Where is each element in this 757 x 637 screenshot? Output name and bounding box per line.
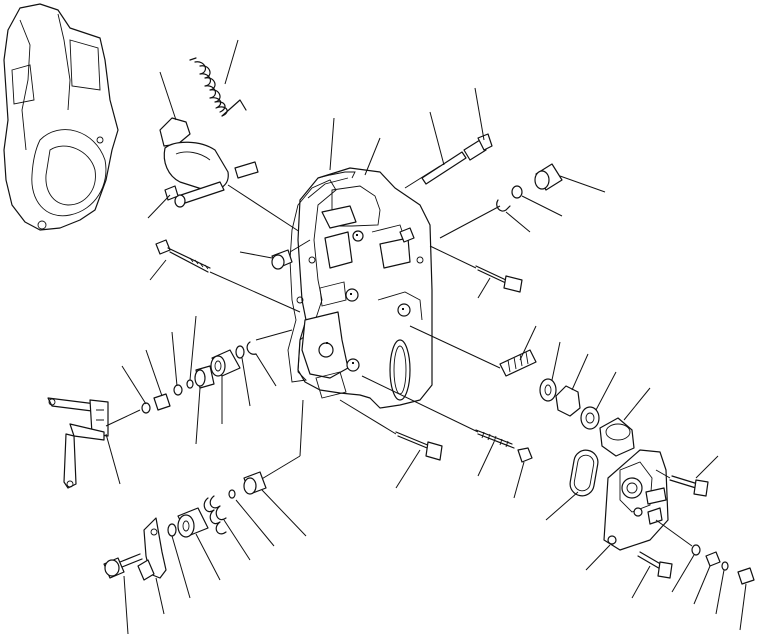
bracket-part (137, 517, 167, 615)
governor-lever-part (147, 71, 301, 233)
end-cap-part (737, 567, 755, 631)
snap-ring-part (246, 329, 293, 387)
lower-bolt-part (339, 399, 443, 489)
small-o-ring-part (228, 489, 275, 547)
governor-spring-part (189, 39, 247, 117)
small-nut-part (513, 447, 533, 499)
o-ring-part (235, 345, 251, 407)
bushing-part (194, 365, 215, 445)
cover-bolt-part (655, 455, 719, 497)
washer-part (539, 341, 561, 402)
small-washer-part (186, 315, 197, 389)
small-washer-part (171, 331, 183, 396)
governor-housing-part (3, 3, 119, 231)
cap-screw-part (239, 239, 311, 270)
small-washer-part (121, 365, 151, 414)
cap-nut-part (599, 387, 651, 457)
lower-cover-bolt-part (631, 551, 673, 599)
pin-part (404, 87, 493, 189)
long-bolt-part (149, 239, 301, 313)
hex-bolt-part (103, 553, 143, 635)
cover-plate-part (585, 449, 669, 571)
nut-part (555, 353, 589, 417)
thin-washer-part (167, 523, 191, 599)
washer-part (580, 371, 617, 430)
side-bolt-part (429, 245, 523, 299)
small-nut-part (693, 551, 721, 605)
adjusting-screw-part (409, 325, 537, 377)
sleeve-part (210, 349, 241, 424)
coil-spring-part (203, 495, 251, 561)
governor-body-part (287, 117, 433, 409)
washer-part (715, 561, 729, 615)
washer-part (655, 519, 701, 593)
o-ring-gasket-part (545, 449, 599, 521)
stop-lever-part (47, 397, 141, 489)
plug-cap-part (243, 471, 307, 537)
collar-part (145, 349, 171, 411)
plug-part (439, 163, 606, 239)
spring-seat-part (177, 507, 221, 581)
stud-part (361, 375, 515, 477)
leader-group (259, 399, 304, 481)
body-detail-marks (326, 234, 404, 364)
